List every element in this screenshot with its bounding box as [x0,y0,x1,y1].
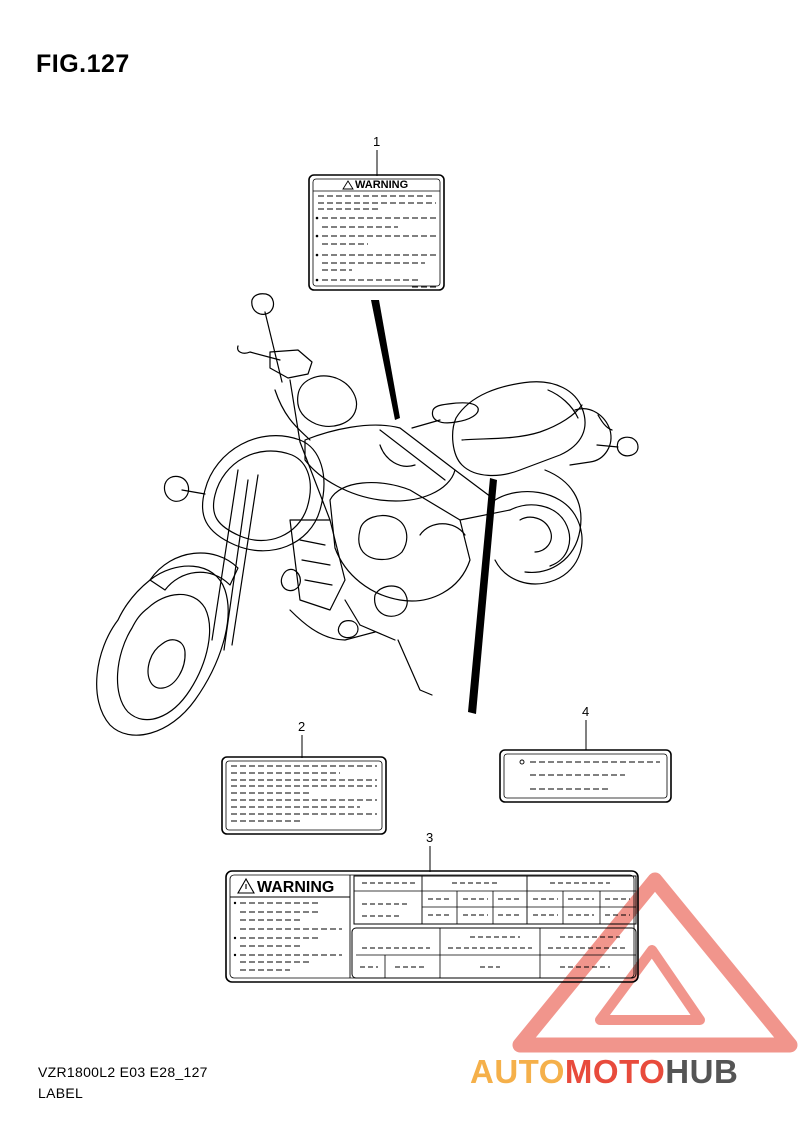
callout-4: 4 [582,704,590,719]
model-code: VZR1800L2 E03 E28_127 [38,1064,208,1080]
motorcycle-illustration [96,293,639,736]
watermark-triangle [512,872,798,1053]
callout-3: 3 [426,830,434,845]
watermark-logo: AUTOMOTOHUB [470,1053,738,1091]
label-3-warning-text: WARNING [257,879,334,896]
label-3-pointer [468,478,497,714]
label-1-pointer [371,300,400,420]
label-2-sticker [221,756,387,835]
label-4-sticker [499,749,672,803]
watermark-moto: MOTO [564,1053,666,1090]
callout-1: 1 [373,134,381,149]
watermark-auto: AUTO [470,1053,565,1090]
label-3-warning-sticker [225,870,639,983]
figure-title: FIG.127 [36,50,130,78]
label-1-warning-sticker [308,174,445,291]
figure-caption: LABEL [38,1085,84,1101]
label-1-warning-text: WARNING [355,179,408,191]
watermark-hub: HUB [665,1053,739,1090]
callout-2: 2 [298,719,306,734]
